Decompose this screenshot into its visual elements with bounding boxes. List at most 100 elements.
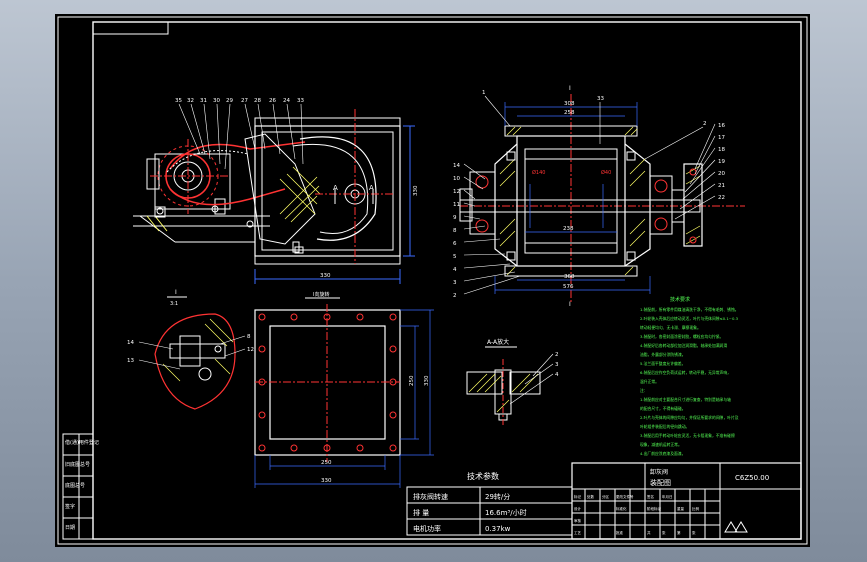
dim-sec-top-2: 258: [564, 110, 575, 116]
strip-label-1: 借(通)用件登记: [65, 439, 99, 446]
front-callout-31: 31: [200, 98, 207, 104]
dim-sec-left-bore: Ø140: [532, 169, 545, 176]
sec-callout-33: 33: [597, 96, 604, 102]
sec-callout-4: 4: [453, 267, 457, 273]
param-name-3: 电机功率: [413, 524, 441, 533]
strip-label-3: 底图总号: [65, 482, 85, 489]
tb-r4-c5: 第: [677, 530, 681, 535]
company-logo-icon: [724, 521, 748, 533]
note-line-17: 4.出厂前应涂底漆及面漆。: [640, 451, 685, 456]
aa-callout-3: 3: [555, 362, 559, 368]
note-line-6: 油脂，外露部分涂防锈漆。: [640, 352, 686, 357]
sec-callout-21: 21: [718, 183, 725, 189]
dim-sec-bottom-2: 576: [563, 284, 574, 290]
note-line-7: 5.法兰面平整度允许偏差。: [640, 361, 685, 366]
sec-callout-20: 20: [718, 171, 725, 177]
tb-r1-c6: 年月日: [662, 494, 673, 499]
param-value-2: 16.6m³/小时: [485, 508, 527, 517]
section-view: I I: [459, 85, 745, 308]
inner-border: [92, 21, 802, 540]
sec-callout-8: 8: [453, 228, 457, 234]
front-callout-24: 24: [283, 98, 290, 104]
dim-plan-inner: 250: [321, 460, 332, 466]
note-line-14: 叶轮组件装配后的径向跳动。: [640, 424, 689, 429]
param-name-1: 排灰阀转速: [413, 492, 448, 501]
sec-callout-16: 16: [718, 123, 725, 129]
tech-params-table: 技术参数 排灰阀转速 29转/分 排 量 16.6m³/小时 电机功率 0.37…: [406, 471, 573, 536]
note-line-8: 6.装配后应作空负荷试运转，转动平稳，无异常声响，: [640, 370, 731, 375]
note-line-1: 1.装配前，所有零件用煤油清洗干净，不得有毛刺、锈蚀。: [640, 307, 739, 312]
tb-r1-c3: 分区: [602, 494, 610, 499]
technical-notes: 技术要求 1.装配前，所有零件用煤油清洗干净，不得有毛刺、锈蚀。 2.叶轮装入壳…: [640, 296, 739, 456]
sec-callout-12: 12: [453, 189, 460, 195]
dim-sec-right-bore: Ø40: [601, 169, 611, 176]
left-strip: 借(通)用件登记 旧底图总号 底图总号 签字 日期: [62, 433, 99, 540]
sec-callout-11: 11: [453, 202, 460, 208]
param-value-1: 29转/分: [485, 492, 510, 501]
sec-callout-5: 5: [453, 254, 457, 260]
note-line-3: 转动轻便均匀、无卡滞、摩擦现象。: [640, 325, 701, 330]
dim-front-height: 330: [413, 185, 419, 196]
detail-callout-12: 12: [247, 347, 254, 353]
dim-plan-right-1: 250: [409, 375, 415, 386]
detail-scale: 3:1: [170, 301, 178, 307]
note-line-2: 2.叶轮装入壳体后应转动灵活，叶片与壳体间隙≤0.1~0.3: [640, 316, 739, 321]
tb-r4-c1: 工艺: [574, 530, 582, 535]
note-line-9: 温升正常。: [640, 379, 659, 384]
front-callout-33: 33: [297, 98, 304, 104]
front-callout-27: 27: [241, 98, 248, 104]
tb-r4-c2: 批准: [616, 530, 624, 535]
aa-callout-4: 4: [555, 372, 559, 378]
cut-a-left: A: [333, 184, 338, 192]
sec-callout-9: 9: [453, 215, 457, 221]
sec-callout-14: 14: [453, 163, 460, 169]
sec-callout-1: 1: [482, 90, 486, 96]
note-line-11: 1.装配前应对主要配合尺寸进行复查，特别是轴承与轴: [640, 397, 731, 402]
strip-label-2: 旧底图总号: [65, 461, 90, 468]
tb-r2-c1: 设计: [574, 506, 582, 511]
detail-callout-14: 14: [127, 340, 134, 346]
dim-sec-mid: 238: [563, 226, 574, 232]
drawing-number: C6Z50.00: [735, 474, 769, 482]
strip-label-4: 签字: [65, 503, 75, 510]
code-box: [92, 21, 169, 35]
section-i-bottom: I: [569, 301, 571, 308]
front-callout-30: 30: [213, 98, 220, 104]
tb-r1-c5: 签名: [647, 494, 654, 499]
title-block: 卸灰阀 装配图 C6Z50.00 标记 处数 分区 更改文件号 签名 年月日 设…: [571, 462, 802, 540]
note-line-10: 注：: [640, 388, 648, 393]
front-callout-32: 32: [187, 98, 194, 104]
tech-params-title: 技术参数: [467, 471, 499, 481]
tb-r1-c1: 标记: [574, 494, 582, 499]
outer-border: [57, 16, 808, 545]
tb-r2-c5: 比例: [692, 506, 700, 511]
sec-callout-2: 2: [453, 293, 457, 299]
sec-callout-10: 10: [453, 176, 460, 182]
note-line-15: 3.装配后用手转动叶轮应灵活，无卡阻现象，不准有碰擦: [640, 433, 735, 438]
title-name-1: 卸灰阀: [650, 468, 668, 476]
note-line-4: 3.装配时，各密封面涂密封胶，螺栓应均匀拧紧。: [640, 334, 723, 339]
strip-label-5: 日期: [65, 525, 75, 531]
cut-a-right: A: [369, 184, 374, 192]
sec-callout-3: 3: [453, 280, 457, 286]
plan-view: 250 330 250 330: [254, 304, 434, 488]
tb-r3-c1: 审核: [574, 518, 582, 523]
section-callouts: 14 10 12 11 9 8 6 5 4 3 2 16 17 18 19 20…: [453, 90, 725, 299]
tb-r4-c6: 张: [692, 530, 696, 535]
dim-front-width: 330: [320, 273, 331, 279]
sec-callout-17: 17: [718, 135, 725, 141]
front-callout-28: 28: [254, 98, 261, 104]
front-view: A A 330 330 I向旋转: [133, 109, 419, 299]
tb-r4-c4: 张: [662, 530, 666, 535]
section-i-top: I: [569, 85, 571, 92]
dim-plan-right-2: 330: [424, 375, 430, 386]
title-name-2: 装配图: [650, 478, 671, 487]
section-aa-label: A-A放大: [487, 338, 509, 346]
aa-callout-2: 2: [555, 352, 559, 358]
sec-callout-6: 6: [453, 241, 457, 247]
tb-r1-c2: 处数: [587, 494, 595, 499]
note-line-13: 2.叶片与壳体的间隙应均匀，并保证所要求的间隙，叶片及: [640, 415, 739, 420]
section-a-a: A-A放大 2 3 4: [466, 338, 559, 426]
note-line-12: 的配合尺寸，不得有磕碰。: [640, 406, 686, 411]
tb-r2-c2: 标准化: [616, 506, 627, 511]
